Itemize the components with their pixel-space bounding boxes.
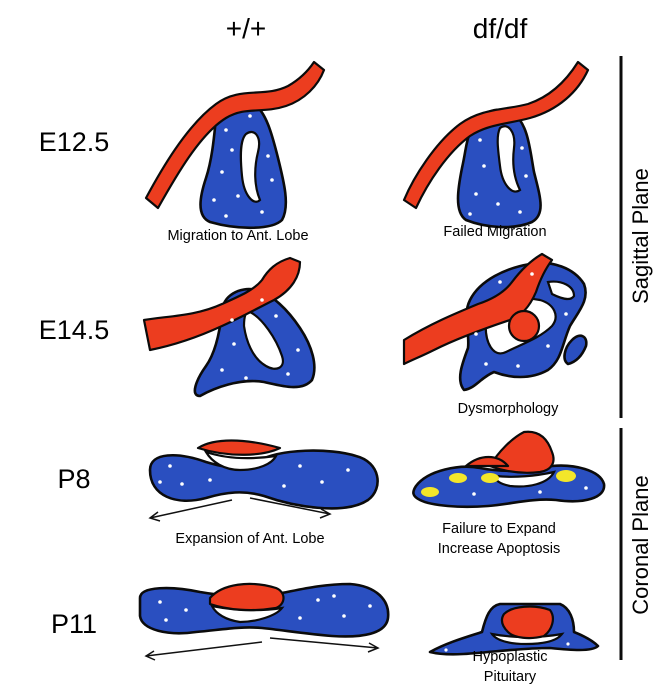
apoptotic-cell-marker <box>556 470 576 482</box>
posterior-lobe-shape <box>502 607 553 639</box>
p11-wild-type-drawing <box>140 584 388 660</box>
e12-5-mutant-drawing <box>404 62 588 227</box>
caption-expansion: Expansion of Ant. Lobe <box>175 531 324 547</box>
caption-pituitary: Pituitary <box>484 669 537 685</box>
neural-tissue-bulb <box>509 311 539 341</box>
growth-arrow-left <box>146 642 262 660</box>
row-label-p8: P8 <box>57 464 90 494</box>
coronal-plane-label: Coronal Plane <box>628 475 653 614</box>
p8-mutant-drawing <box>413 432 604 507</box>
e14-5-wild-type-drawing <box>144 258 314 396</box>
apoptotic-cell-marker <box>481 473 499 483</box>
row-label-e12-5: E12.5 <box>39 127 110 157</box>
column-header-wild-type: +/+ <box>226 13 266 44</box>
growth-arrow-right <box>270 638 378 652</box>
row-label-e14-5: E14.5 <box>39 315 110 345</box>
apoptotic-cell-marker <box>421 487 439 497</box>
apoptotic-cell-marker <box>449 473 467 483</box>
e12-5-wild-type-drawing <box>146 62 324 228</box>
caption-increase-apoptosis: Increase Apoptosis <box>438 541 561 557</box>
caption-failed-migration: Failed Migration <box>443 224 546 240</box>
caption-hypoplastic: Hypoplastic <box>473 649 548 665</box>
posterior-lobe-shape <box>210 584 284 610</box>
sagittal-plane-label: Sagittal Plane <box>628 168 653 304</box>
p8-wild-type-drawing <box>150 441 378 522</box>
e14-5-mutant-drawing <box>404 254 586 390</box>
side-lobe-shape <box>565 336 587 364</box>
expansion-arrow-left <box>150 500 232 521</box>
caption-migration: Migration to Ant. Lobe <box>167 228 308 244</box>
caption-failure-to-expand: Failure to Expand <box>442 521 556 537</box>
column-header-mutant: df/df <box>473 13 528 44</box>
p11-mutant-drawing <box>430 604 598 654</box>
caption-dysmorphology: Dysmorphology <box>458 401 559 417</box>
row-label-p11: P11 <box>51 609 97 639</box>
